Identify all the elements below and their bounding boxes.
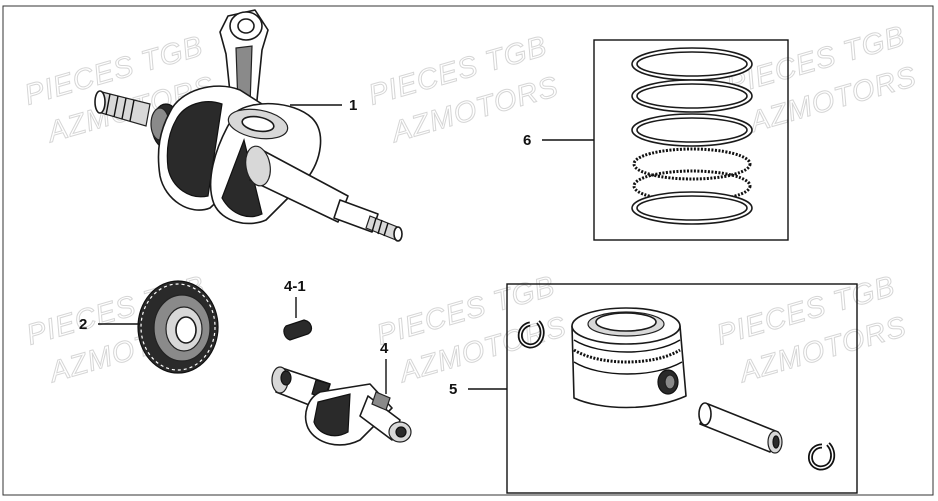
piston-rings-drawing [631, 47, 753, 225]
watermark-bottom-right: PIECES TGB AZMOTORS [713, 270, 911, 390]
piston-set-drawing [517, 307, 836, 471]
callout-6: 6 [523, 132, 531, 149]
callout-4: 4 [380, 340, 389, 357]
watermark-top-center: PIECES TGB AZMOTORS [365, 30, 563, 150]
callout-1: 1 [349, 97, 357, 114]
diagram-frame [2, 5, 934, 496]
crankshaft-drawing [94, 9, 403, 242]
woodruff-key-drawing [283, 319, 313, 341]
gear-drawing [137, 280, 219, 374]
balancer-shaft-drawing [271, 366, 412, 446]
watermark-top-right: PIECES TGB AZMOTORS [723, 20, 921, 140]
callout-2: 2 [79, 316, 87, 333]
callout-4-1: 4-1 [284, 278, 306, 295]
callout-5: 5 [449, 381, 457, 398]
